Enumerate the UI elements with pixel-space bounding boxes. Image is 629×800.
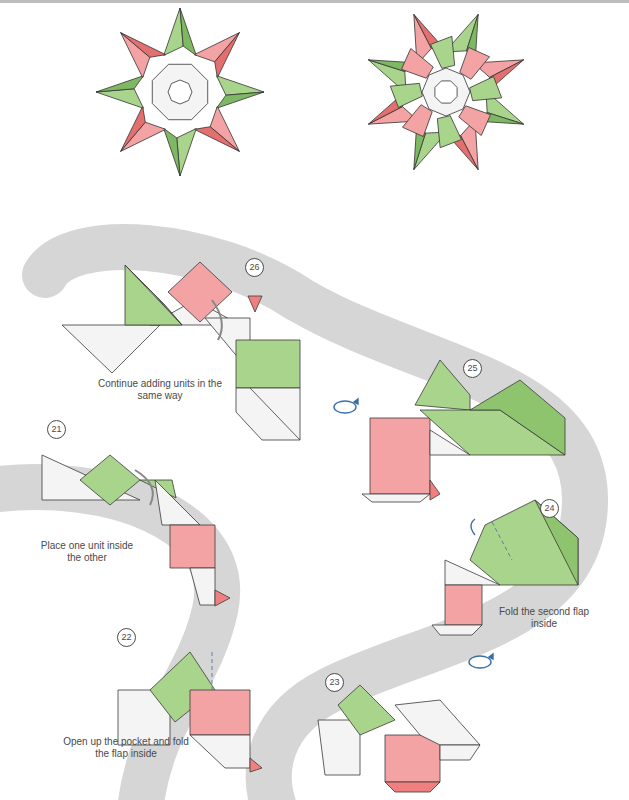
step-note: Continue adding units in the same way [97,378,223,402]
callout-number: 24 [540,499,559,518]
path-band [0,247,585,800]
callout-number: 25 [463,359,482,378]
turn-over-symbol [334,399,493,668]
step-note: Fold the second flap inside [494,606,594,630]
top-rule [0,0,629,3]
wreath-figures [96,8,524,176]
step-note: Place one unit inside the other [33,540,141,564]
fold-steps [42,262,578,792]
insert-arrows [135,300,222,505]
callout-number: 22 [117,628,136,647]
step-note: Open up the pocket and fold the flap ins… [55,736,197,760]
callout-number: 21 [47,420,66,439]
star-figure [96,8,264,176]
callout-number: 26 [245,258,264,277]
callout-number: 23 [325,673,344,692]
star-figure [368,14,523,169]
